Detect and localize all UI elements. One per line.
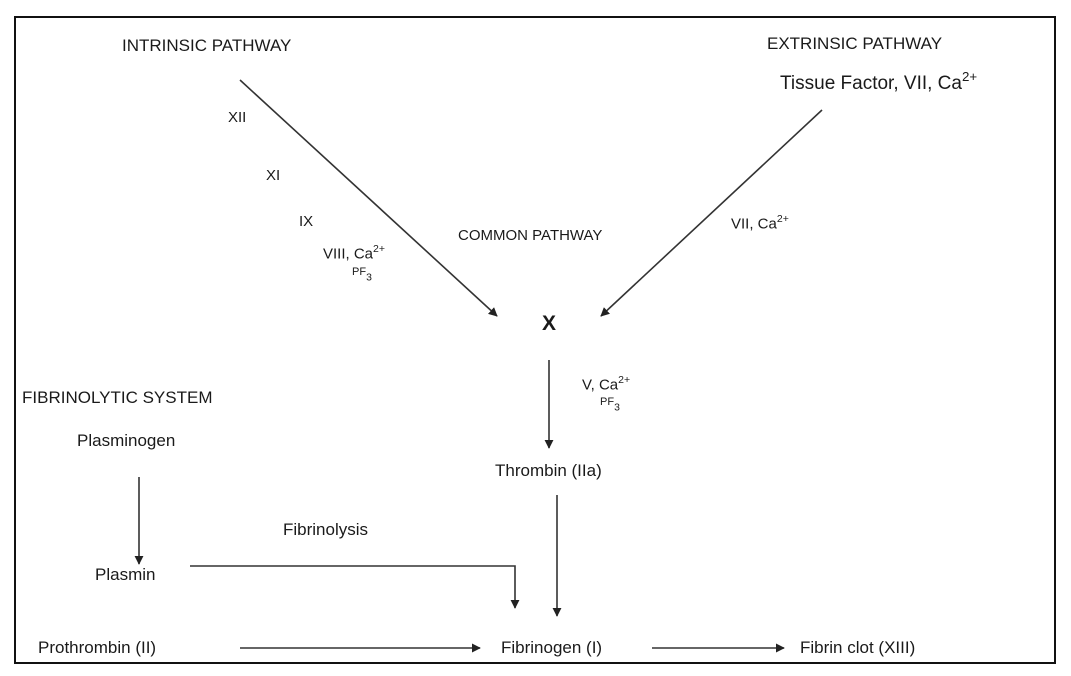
extrinsic-arrow <box>600 109 823 317</box>
tissue-factor-label: Tissue Factor, VII, Ca2+ <box>780 70 977 93</box>
fibrinolysis-label: Fibrinolysis <box>283 520 369 539</box>
intrinsic-pf-subscript: 3 <box>366 272 372 284</box>
factor-viii-text: VIII, Ca <box>323 245 374 263</box>
factor-v-text: V, Ca <box>582 376 619 394</box>
fibrinolytic-system-title: FIBRINOLYTIC SYSTEM <box>22 388 213 407</box>
factor-v-superscript: 2+ <box>618 374 631 386</box>
factor-xii: XII <box>228 109 247 126</box>
extrinsic-vii-text: VII, Ca <box>731 215 777 233</box>
plasminogen-label: Plasminogen <box>77 431 176 450</box>
fibrinogen-label: Fibrinogen (I) <box>501 638 603 657</box>
factor-viii-ca: VIII, Ca2+ <box>323 243 386 263</box>
factor-v-ca: V, Ca2+ <box>582 374 631 394</box>
common-pf-text: PF <box>600 396 615 408</box>
common-pf3: PF3 <box>600 396 620 414</box>
factor-ix: IX <box>299 213 314 230</box>
extrinsic-pathway-title: EXTRINSIC PATHWAY <box>767 34 943 53</box>
prothrombin-label: Prothrombin (II) <box>38 638 157 657</box>
plasmin-fibrinolysis-arrow <box>190 565 520 609</box>
factor-xi: XI <box>266 167 281 184</box>
fibrin-clot-label: Fibrin clot (XIII) <box>800 638 916 657</box>
tissue-factor-text: Tissue Factor, VII, Ca <box>780 72 962 94</box>
extrinsic-vii-ca: VII, Ca2+ <box>731 213 789 233</box>
thrombin-label: Thrombin (IIa) <box>495 461 602 480</box>
diagram-frame <box>14 16 1056 664</box>
intrinsic-pf3: PF3 <box>352 266 372 284</box>
extrinsic-vii-superscript: 2+ <box>776 213 789 225</box>
intrinsic-pathway-title: INTRINSIC PATHWAY <box>122 36 292 55</box>
tissue-factor-superscript: 2+ <box>961 69 978 84</box>
intrinsic-pf-text: PF <box>352 266 367 278</box>
plasmin-label: Plasmin <box>95 565 156 584</box>
common-pf-subscript: 3 <box>614 402 620 414</box>
factor-viii-superscript: 2+ <box>373 243 386 255</box>
common-pathway-title: COMMON PATHWAY <box>458 227 603 244</box>
intrinsic-arrow <box>239 79 498 317</box>
factor-x: X <box>542 312 557 335</box>
